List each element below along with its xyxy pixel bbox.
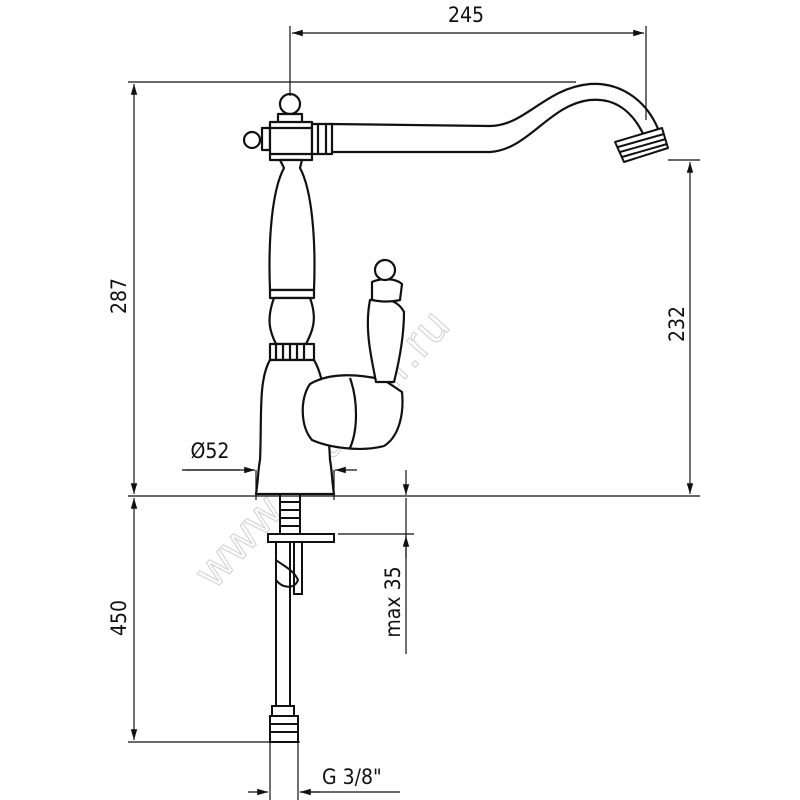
- aerator: [614, 127, 669, 163]
- top-knob: [278, 92, 302, 116]
- threaded-stud: [279, 493, 301, 535]
- hose-fitting: [271, 705, 295, 717]
- label-deck-thickness: max 35: [381, 566, 405, 637]
- label-spout-reach: 245: [448, 3, 484, 27]
- dimension-labels: 245 287 232 Ø52 450 max 35 G 3/8": [107, 3, 689, 789]
- label-outlet-height: 232: [665, 306, 689, 342]
- spout: [328, 82, 662, 154]
- mounting-plate: [267, 533, 335, 543]
- label-connection-thread: G 3/8": [322, 765, 382, 789]
- lever-knob: [373, 258, 397, 282]
- left-cap-ball: [242, 130, 262, 150]
- faucet-body: [242, 82, 669, 496]
- left-cap: [260, 126, 272, 152]
- dimension-lines: [128, 26, 700, 800]
- column-neck: [268, 158, 316, 292]
- mounting-hardware: [267, 493, 335, 743]
- flexible-hose: [275, 542, 291, 705]
- label-total-height: 287: [107, 278, 131, 314]
- label-base-diameter: Ø52: [191, 439, 230, 463]
- label-hose-length: 450: [107, 600, 131, 636]
- spout-coupling: [310, 122, 334, 156]
